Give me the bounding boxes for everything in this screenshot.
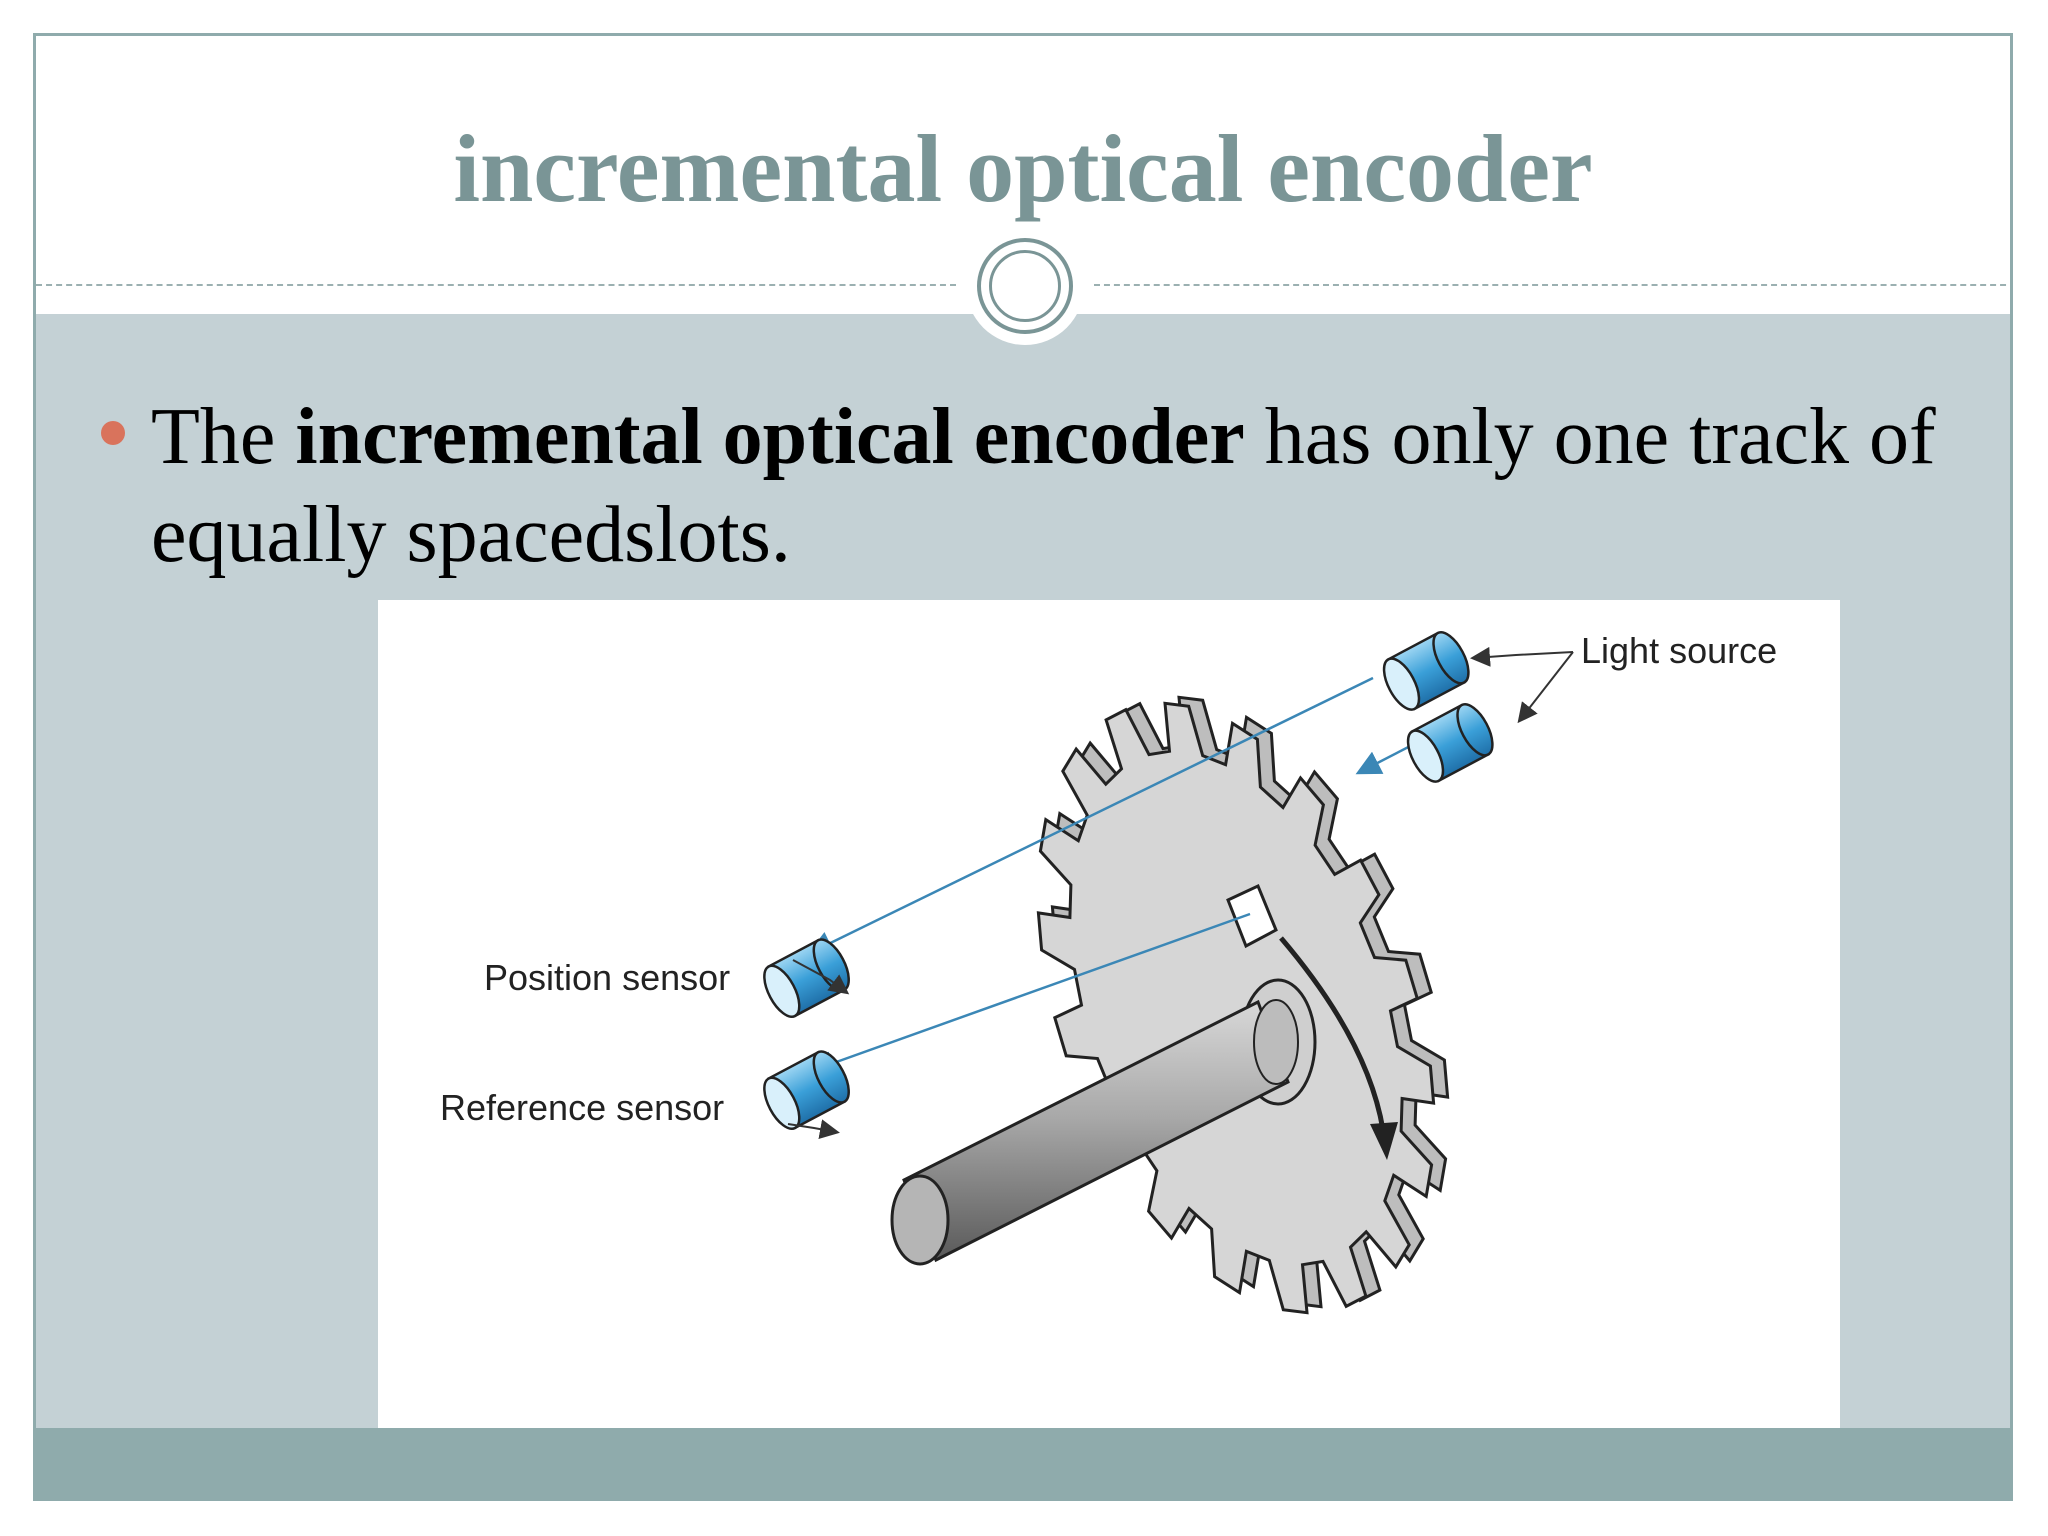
slide-title: incremental optical encoder [453, 115, 1593, 222]
position-sensor-leader [792, 959, 850, 995]
bullet-text: The incremental optical encoder has only… [151, 388, 2010, 584]
divider-left [36, 284, 956, 286]
footer-bar [36, 1428, 2010, 1498]
rotation-arrowhead [1370, 1122, 1398, 1160]
slide-frame: incremental optical encoder The incremen… [33, 33, 2013, 1501]
reference-sensor-leader [787, 1119, 840, 1139]
encoder-diagram-svg: Light source Position sensor Reference s… [440, 630, 1777, 1315]
light-source-upper [1382, 631, 1470, 711]
reference-slot [1226, 883, 1278, 949]
bullet-prefix: The [151, 393, 296, 481]
encoder-disc-face [1036, 701, 1436, 1315]
light-source-leader-upper [1470, 646, 1574, 667]
divider-right [1094, 284, 2010, 286]
label-reference-sensor: Reference sensor [440, 1087, 724, 1128]
bullet-suffix: has only one track of equally spacedslot… [151, 393, 1936, 579]
medallion-inner-ring [989, 250, 1061, 322]
bullet-bold-term: incremental optical encoder [295, 393, 1245, 481]
position-sensor [763, 938, 850, 1018]
bullet-icon [101, 421, 125, 445]
encoder-diagram: Light source Position sensor Reference s… [378, 600, 1840, 1445]
light-source-leader-lower [1517, 651, 1574, 724]
encoder-disc [1036, 695, 1450, 1315]
rotation-arrow [1279, 936, 1386, 1131]
reference-light-beam [809, 912, 1251, 1076]
position-light-beam [807, 676, 1374, 955]
reference-sensor [763, 1050, 850, 1130]
label-light-source: Light source [1581, 630, 1777, 671]
light-source-lower [1406, 703, 1494, 783]
medallion-ornament [977, 238, 1073, 334]
shaft [890, 978, 1317, 1266]
label-position-sensor: Position sensor [484, 957, 730, 998]
